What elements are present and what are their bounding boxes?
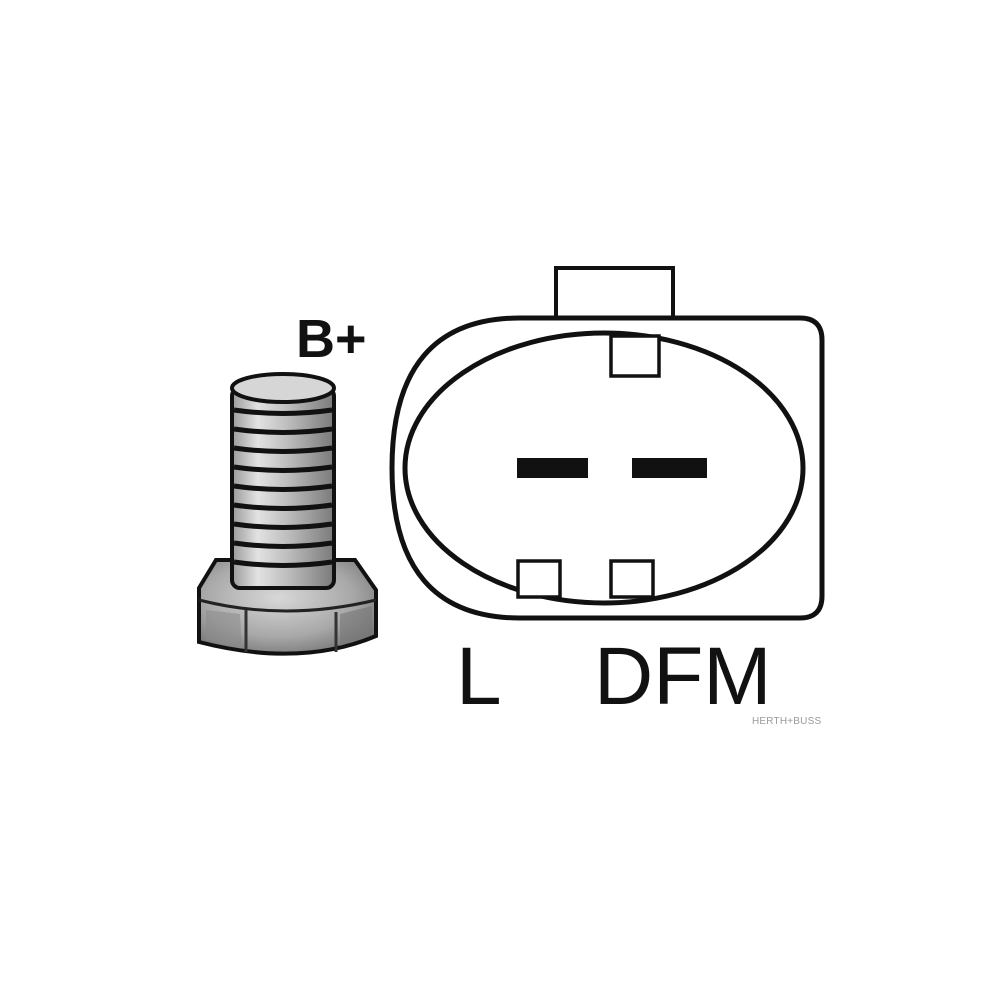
pin-l xyxy=(517,458,588,478)
b-plus-terminal-bolt xyxy=(197,372,378,656)
brand-watermark: HERTH+BUSS xyxy=(752,716,822,727)
label-l: L xyxy=(456,631,502,722)
bolt-thread xyxy=(233,407,333,416)
pin-dfm xyxy=(632,458,707,478)
bolt-thread xyxy=(233,483,333,492)
top-latch xyxy=(554,266,675,322)
label-dfm: DFM xyxy=(594,631,772,722)
bolt-thread xyxy=(233,540,333,549)
socket-opening xyxy=(402,330,806,606)
label-b-plus: B+ xyxy=(296,309,367,369)
bolt-thread xyxy=(233,502,333,511)
bolt-thread xyxy=(233,559,333,568)
bolt-shaft xyxy=(230,372,336,590)
bolt-thread xyxy=(233,521,333,530)
coding-key-bottom-right xyxy=(609,559,655,599)
plug-connector xyxy=(389,266,825,621)
bolt-thread xyxy=(233,445,333,454)
coding-key-top xyxy=(609,334,661,378)
bolt-thread xyxy=(233,464,333,473)
bolt-thread xyxy=(233,426,333,435)
coding-key-bottom-left xyxy=(516,559,562,599)
